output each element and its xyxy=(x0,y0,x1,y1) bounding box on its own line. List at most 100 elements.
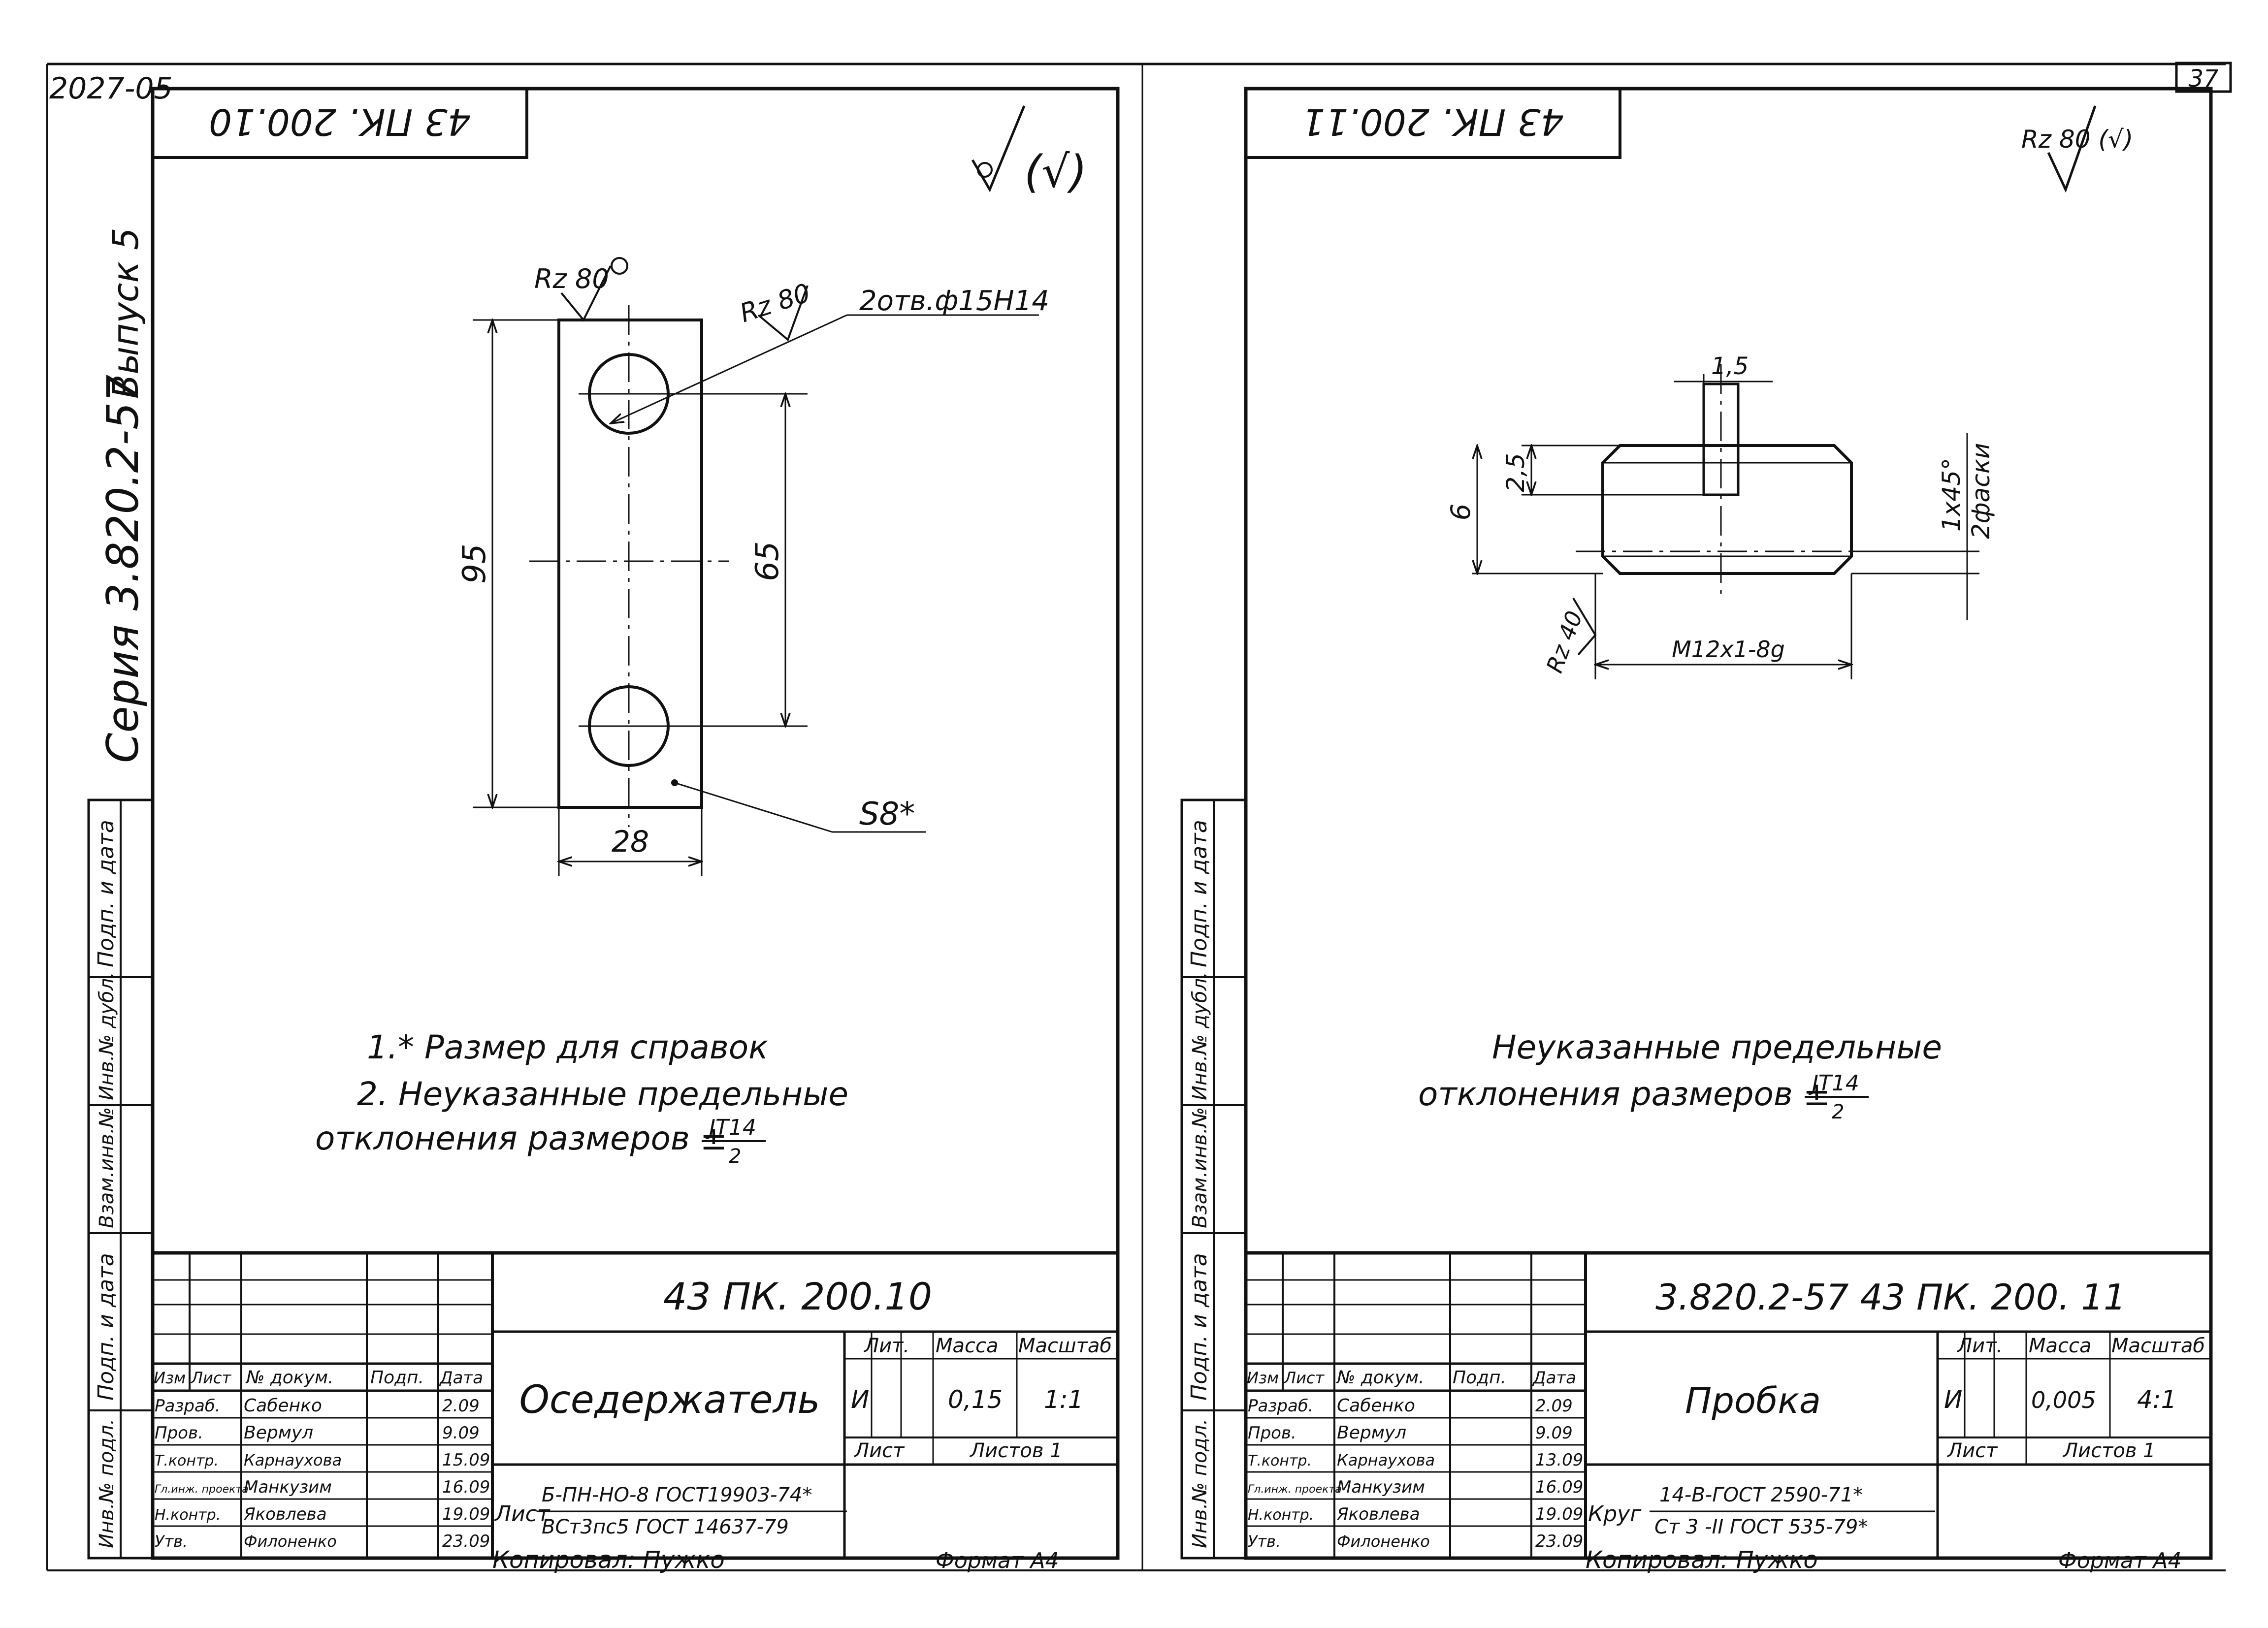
svg-text:JT14: JT14 xyxy=(705,1115,756,1140)
svg-text:Карнаухова: Карнаухова xyxy=(244,1451,342,1469)
svg-text:Подп. и дата: Подп. и дата xyxy=(1187,820,1212,967)
svg-text:Rz 80: Rz 80 xyxy=(534,263,609,294)
svg-text:Подп.: Подп. xyxy=(1453,1368,1506,1388)
svg-text:Лист: Лист xyxy=(1946,1439,1998,1462)
svg-text:№ докум.: № докум. xyxy=(245,1368,333,1388)
svg-text:Филоненко: Филоненко xyxy=(244,1532,337,1551)
svg-text:2: 2 xyxy=(1832,1101,1844,1123)
issue-label: Выпуск 5 xyxy=(105,227,146,399)
svg-text:Лист: Лист xyxy=(1284,1369,1325,1387)
svg-text:Утв.: Утв. xyxy=(155,1532,188,1551)
svg-text:отклонения размеров ±: отклонения размеров ± xyxy=(315,1119,727,1157)
svg-text:4:1: 4:1 xyxy=(2137,1385,2176,1414)
svg-text:28: 28 xyxy=(612,825,649,859)
svg-text:2фаски: 2фаски xyxy=(1967,443,1995,539)
svg-text:Разраб.: Разраб. xyxy=(155,1396,221,1416)
series-label: Серия 3.820.2-57 xyxy=(97,375,148,763)
svg-text:Т.контр.: Т.контр. xyxy=(1248,1452,1312,1469)
svg-text:Инв.№ дубл.: Инв.№ дубл. xyxy=(1189,972,1211,1100)
right-roughness-mark: Rz 80 (√) xyxy=(2021,105,2133,193)
left-side-stamp: Подп. и дата Инв.№ дубл. Взам.инв.№ Подп… xyxy=(87,798,154,1560)
svg-text:2.09: 2.09 xyxy=(442,1396,480,1416)
right-title-block: 3.820.2-57 43 ПК. 200. 11 Пробка Изм Лис… xyxy=(1244,1251,2213,1560)
svg-text:Лист: Лист xyxy=(191,1369,231,1387)
svg-text:19.09: 19.09 xyxy=(442,1504,490,1524)
holes-callout: 2отв.ф15Н14 xyxy=(859,285,1049,317)
svg-text:0,005: 0,005 xyxy=(2031,1387,2096,1413)
side-field-2: Инв.№ дубл. xyxy=(96,972,118,1100)
svg-text:Яковлева: Яковлева xyxy=(1336,1504,1420,1524)
svg-text:Филоненко: Филоненко xyxy=(1337,1532,1430,1551)
svg-text:Масштаб: Масштаб xyxy=(1018,1335,1112,1357)
svg-text:Лит.: Лит. xyxy=(1956,1335,2003,1357)
right-doc-code: 3.820.2-57 43 ПК. 200. 11 xyxy=(1655,1277,2126,1318)
svg-text:2. Неуказанные предельные: 2. Неуказанные предельные xyxy=(357,1075,848,1113)
left-part-drawing: 95 65 28 Rz 80 Rz 80 2отв.ф15Н14 S8* xyxy=(456,257,1049,876)
svg-text:Масштаб: Масштаб xyxy=(2111,1335,2205,1357)
svg-text:9.09: 9.09 xyxy=(442,1423,480,1443)
svg-text:(√): (√) xyxy=(1024,146,1087,198)
left-roughness-mark: (√) xyxy=(971,105,1087,198)
right-part-name: Пробка xyxy=(1685,1380,1821,1421)
svg-text:Т.контр.: Т.контр. xyxy=(155,1452,219,1469)
svg-text:Гл.инж. проекта: Гл.инж. проекта xyxy=(155,1483,249,1496)
left-footer-copied: Копировал: Пужко xyxy=(492,1546,725,1574)
plug-outline xyxy=(1601,444,1853,575)
left-doc-code: 43 ПК. 200.10 xyxy=(663,1275,932,1318)
left-notes: 1.* Размер для справок 2. Неуказанные пр… xyxy=(315,1028,848,1168)
plate-outline xyxy=(557,319,703,809)
svg-text:Масса: Масса xyxy=(936,1335,999,1357)
svg-text:2.09: 2.09 xyxy=(1535,1396,1573,1416)
svg-text:13.09: 13.09 xyxy=(1535,1450,1583,1470)
svg-text:23.09: 23.09 xyxy=(1535,1532,1583,1551)
right-stamp-code: 43 ПК. 200.11 xyxy=(1302,100,1564,143)
right-side-stamp: Подп. и дата Инв.№ дубл. Взам.инв.№ Подп… xyxy=(1180,798,1247,1560)
svg-text:Манкузим: Манкузим xyxy=(244,1477,332,1497)
svg-text:Неуказанные предельные: Неуказанные предельные xyxy=(1492,1028,1942,1066)
svg-text:№ докум.: № докум. xyxy=(1336,1368,1424,1388)
svg-text:Вермул: Вермул xyxy=(1337,1423,1406,1443)
right-footer-format: Формат А4 xyxy=(2058,1548,2182,1573)
svg-text:отклонения размеров ±: отклонения размеров ± xyxy=(1418,1075,1830,1113)
side-field-4: Подп. и дата xyxy=(94,1253,119,1401)
svg-text:Масса: Масса xyxy=(2029,1335,2092,1357)
svg-text:0,15: 0,15 xyxy=(948,1385,1003,1414)
svg-text:Яковлева: Яковлева xyxy=(243,1504,327,1524)
svg-text:16.09: 16.09 xyxy=(442,1477,490,1497)
svg-text:23.09: 23.09 xyxy=(442,1532,490,1551)
svg-text:Листов 1: Листов 1 xyxy=(969,1439,1063,1462)
right-notes: Неуказанные предельные отклонения размер… xyxy=(1418,1028,1942,1123)
svg-text:Н.контр.: Н.контр. xyxy=(155,1506,221,1524)
svg-text:Инв.№ подл.: Инв.№ подл. xyxy=(1189,1419,1211,1548)
svg-text:Подп.: Подп. xyxy=(370,1368,424,1388)
svg-text:JT14: JT14 xyxy=(1808,1071,1859,1096)
svg-text:Дата: Дата xyxy=(1532,1368,1576,1388)
svg-text:Лит.: Лит. xyxy=(863,1335,909,1357)
svg-text:16.09: 16.09 xyxy=(1535,1477,1583,1497)
svg-text:1x45°: 1x45° xyxy=(1937,458,1966,532)
svg-text:Rz 40: Rz 40 xyxy=(1541,607,1588,676)
right-footer-copied: Копировал: Пужко xyxy=(1586,1546,1818,1574)
svg-text:Утв.: Утв. xyxy=(1248,1532,1281,1551)
svg-text:Разраб.: Разраб. xyxy=(1248,1396,1314,1416)
side-field-5: Инв.№ подл. xyxy=(96,1419,118,1548)
svg-text:Пров.: Пров. xyxy=(1248,1423,1296,1443)
svg-text:Rz 80 (√): Rz 80 (√) xyxy=(2021,125,2133,154)
svg-text:Сабенко: Сабенко xyxy=(244,1396,322,1416)
svg-text:Манкузим: Манкузим xyxy=(1337,1477,1425,1497)
thread-label: М12x1-8g xyxy=(1672,636,1785,663)
svg-text:Карнаухова: Карнаухова xyxy=(1337,1451,1435,1469)
svg-text:1:1: 1:1 xyxy=(1044,1385,1083,1414)
left-stamp-code: 43 ПК. 200.10 xyxy=(209,100,471,143)
svg-text:Дата: Дата xyxy=(439,1368,483,1388)
svg-text:Листов 1: Листов 1 xyxy=(2062,1439,2156,1462)
side-field-3: Взам.инв.№ xyxy=(96,1107,118,1228)
svg-text:2,5: 2,5 xyxy=(1501,453,1530,492)
svg-text:Ст 3 -II ГОСТ 535-79*: Ст 3 -II ГОСТ 535-79* xyxy=(1654,1516,1868,1538)
left-title-block: 43 ПК. 200.10 Оседержатель Изм Лист № до… xyxy=(151,1251,1120,1560)
svg-text:6: 6 xyxy=(1445,504,1476,520)
svg-text:И: И xyxy=(1944,1385,1962,1414)
left-footer-format: Формат А4 xyxy=(936,1548,1059,1573)
right-part-drawing: 1,5 2,5 6 1x45° 2фаски Rz 40 М12x1-8g xyxy=(1445,352,1995,679)
